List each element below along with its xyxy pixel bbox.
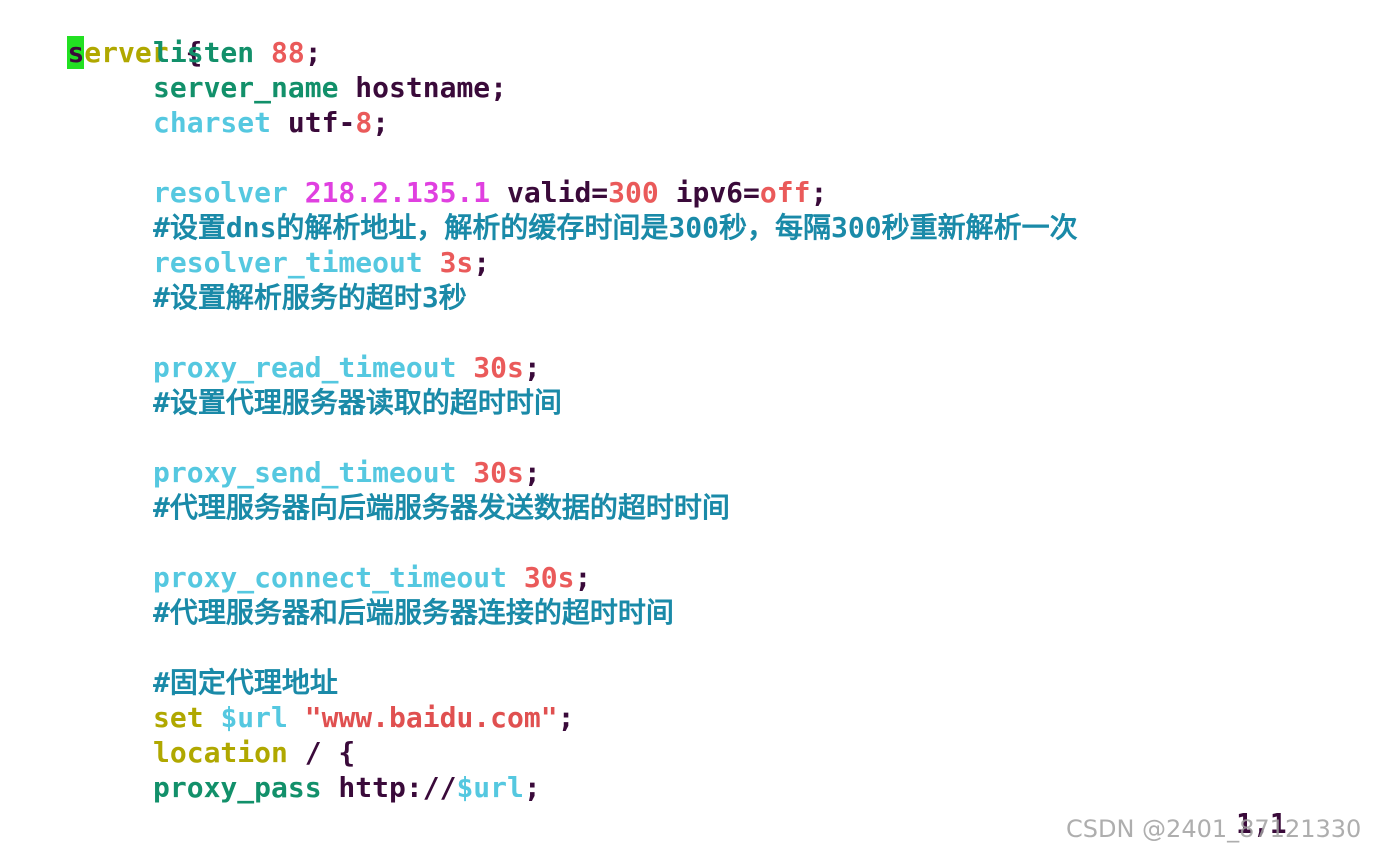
code-line-11: proxy_read_timeout 30s;	[0, 350, 541, 385]
code-token: #代理服务器和后端服务器连接的超时时间	[153, 596, 674, 629]
code-token: ipv6=	[658, 176, 760, 209]
code-line-15: #代理服务器向后端服务器发送数据的超时时间	[0, 490, 730, 525]
code-token: charset	[153, 106, 272, 139]
code-token: 3s	[439, 246, 474, 279]
code-token	[456, 456, 473, 489]
code-token: off	[759, 176, 811, 209]
code-token	[288, 176, 305, 209]
code-line-2: listen 88;	[0, 35, 322, 70]
code-token: 218.2.135.1	[304, 176, 491, 209]
code-token: 300	[608, 176, 659, 209]
code-token: 30s	[473, 456, 524, 489]
code-line-8: resolver_timeout 3s;	[0, 245, 490, 280]
code-token: ;	[810, 176, 828, 209]
code-token: #设置dns的解析地址，解析的缓存时间是300秒，每隔300秒重新解析一次	[153, 211, 1078, 244]
code-token: / {	[287, 736, 356, 769]
code-line-4: charset utf-8;	[0, 105, 389, 140]
code-token: listen	[153, 36, 255, 69]
code-token: 30s	[523, 561, 575, 594]
code-token: set	[153, 701, 204, 734]
code-token: valid=	[490, 176, 609, 209]
code-token: ;	[574, 561, 592, 594]
code-token: #设置解析服务的超时3秒	[153, 281, 467, 314]
code-line-20: #固定代理地址	[0, 665, 338, 700]
code-line-1: server {	[0, 0, 202, 69]
code-token: http://	[321, 771, 457, 804]
code-token: utf-	[271, 106, 356, 139]
code-token: ;	[473, 246, 491, 279]
code-token: proxy_send_timeout	[153, 456, 457, 489]
code-token: hostname;	[338, 71, 508, 104]
code-line-6: resolver 218.2.135.1 valid=300 ipv6=off;	[0, 175, 827, 210]
code-token: "www.baidu.com"	[304, 701, 558, 734]
code-line-18: #代理服务器和后端服务器连接的超时时间	[0, 595, 674, 630]
text-cursor: s	[67, 36, 85, 69]
code-token: #设置代理服务器读取的超时时间	[153, 386, 562, 419]
code-token: resolver	[153, 176, 288, 209]
code-token: $url	[456, 771, 524, 804]
code-token: ;	[523, 771, 541, 804]
code-token: ;	[372, 106, 390, 139]
code-line-17: proxy_connect_timeout 30s;	[0, 560, 591, 595]
code-token: location	[153, 736, 288, 769]
code-token: proxy_connect_timeout	[153, 561, 508, 594]
code-token: resolver_timeout	[153, 246, 423, 279]
code-token	[507, 561, 524, 594]
code-token: ;	[523, 456, 541, 489]
open-brace: {	[168, 36, 203, 69]
code-line-23: proxy_pass http://$url;	[0, 770, 541, 805]
code-token: $url	[220, 701, 288, 734]
code-token: ;	[304, 36, 322, 69]
code-token	[423, 246, 440, 279]
code-line-9: #设置解析服务的超时3秒	[0, 280, 467, 315]
code-token: 8	[355, 106, 373, 139]
code-line-3: server_name hostname;	[0, 70, 507, 105]
code-token: proxy_pass	[153, 771, 322, 804]
code-token: 30s	[473, 351, 524, 384]
code-token: 88	[271, 36, 305, 69]
code-token: #固定代理地址	[153, 666, 338, 699]
keyword-server: erver	[84, 36, 169, 69]
code-token	[204, 701, 221, 734]
code-token: ;	[523, 351, 541, 384]
code-token: #代理服务器向后端服务器发送数据的超时时间	[153, 491, 730, 524]
code-line-14: proxy_send_timeout 30s;	[0, 455, 541, 490]
code-token: server_name	[153, 71, 339, 104]
watermark: CSDN @2401_87121330	[1066, 815, 1362, 843]
code-token	[254, 36, 271, 69]
code-token	[288, 701, 305, 734]
code-token	[456, 351, 473, 384]
cursor-position-status: 1,1	[1236, 807, 1287, 840]
code-token: proxy_read_timeout	[153, 351, 457, 384]
code-line-21: set $url "www.baidu.com";	[0, 700, 574, 735]
code-line-12: #设置代理服务器读取的超时时间	[0, 385, 562, 420]
code-line-22: location / {	[0, 735, 355, 770]
code-token: ;	[557, 701, 575, 734]
code-line-7: #设置dns的解析地址，解析的缓存时间是300秒，每隔300秒重新解析一次	[0, 210, 1078, 245]
